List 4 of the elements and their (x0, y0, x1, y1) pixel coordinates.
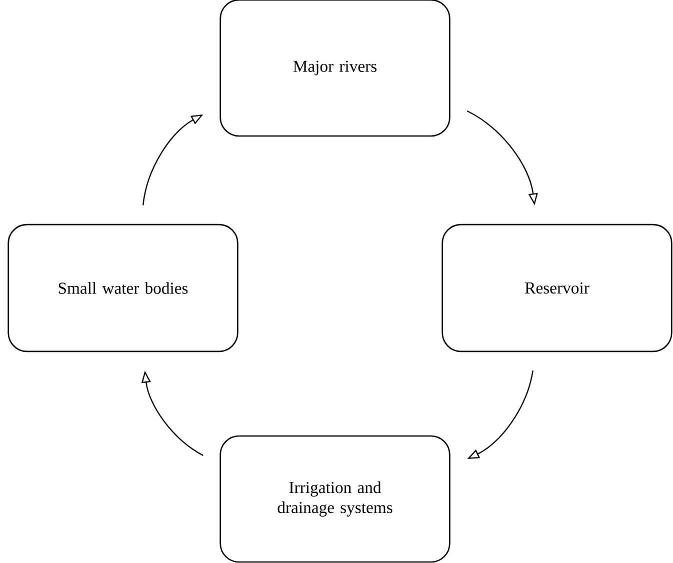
rounded-box: Reservoir (442, 224, 672, 352)
rounded-box: Small water bodies (8, 224, 238, 352)
rounded-box: Major rivers (220, 0, 450, 137)
rounded-box: Irrigation and drainage systems (220, 435, 450, 563)
